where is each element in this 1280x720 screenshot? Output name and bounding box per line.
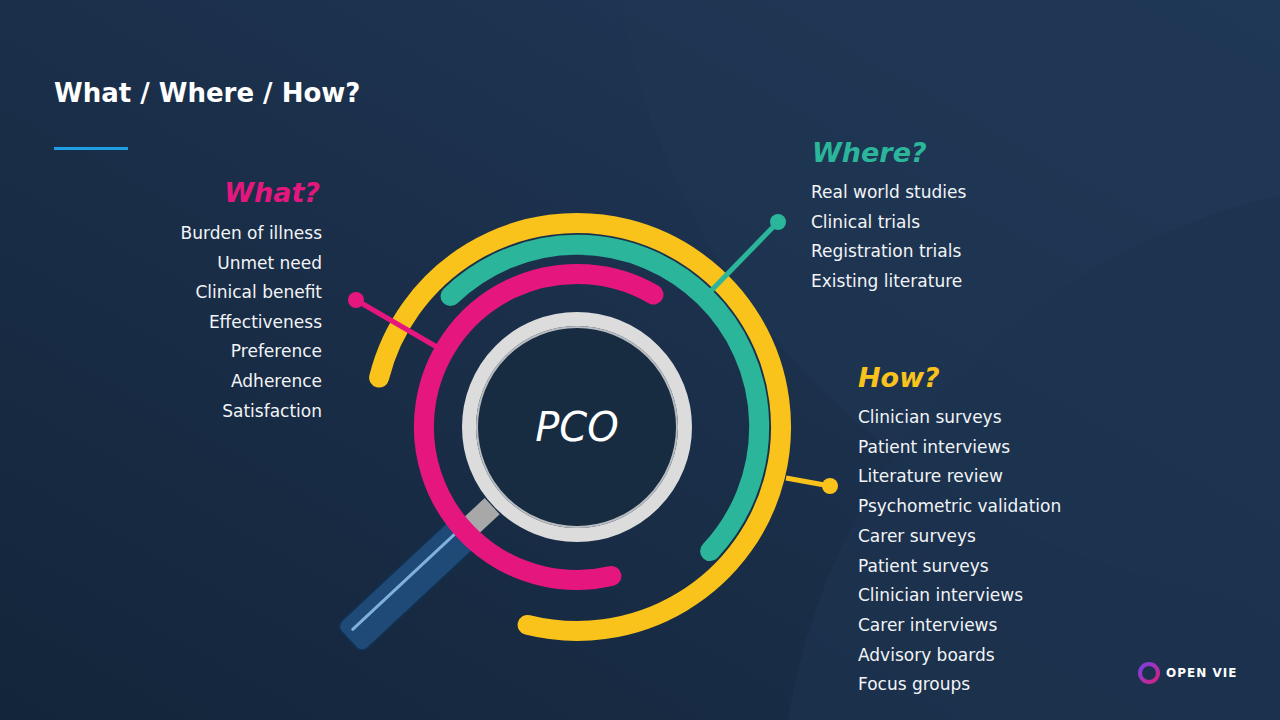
section-heading: How? <box>858 360 940 396</box>
title-underline <box>54 147 128 150</box>
lens-label: PCO <box>455 403 699 451</box>
logo-text: OPEN VIE <box>1166 665 1237 681</box>
leader-dot <box>770 214 786 230</box>
yellow-arc <box>379 223 781 631</box>
list-item: Effectiveness <box>209 310 322 334</box>
list-item: Clinician interviews <box>858 583 1023 607</box>
list-item: Preference <box>231 339 322 363</box>
list-item: Satisfaction <box>222 399 322 423</box>
list-item: Patient surveys <box>858 554 989 578</box>
list-item: Clinician surveys <box>858 405 1002 429</box>
leader-line <box>356 300 442 350</box>
list-item: Focus groups <box>858 672 970 696</box>
section-heading: Where? <box>812 135 927 171</box>
list-item: Registration trials <box>811 239 961 263</box>
slide-title: What / Where / How? <box>54 75 360 111</box>
list-item: Patient interviews <box>858 435 1010 459</box>
list-item: Clinical benefit <box>195 280 322 304</box>
background-shape <box>780 180 1280 720</box>
list-item: Literature review <box>858 464 1003 488</box>
list-item: Clinical trials <box>811 210 920 234</box>
list-item: Unmet need <box>217 251 322 275</box>
list-item: Burden of illness <box>181 221 322 245</box>
leader-dot <box>348 292 364 308</box>
list-item: Real world studies <box>811 180 966 204</box>
lens-circle: PCO <box>455 305 699 549</box>
logo-ring <box>1140 664 1158 682</box>
list-item: Existing literature <box>811 269 962 293</box>
leader-line <box>705 222 778 297</box>
list-item: Carer surveys <box>858 524 976 548</box>
leader-dot <box>822 478 838 494</box>
handle-stripe <box>353 532 457 629</box>
list-item: Adherence <box>231 369 322 393</box>
section-heading: What? <box>224 175 320 211</box>
list-item: Advisory boards <box>858 643 995 667</box>
list-item: Psychometric validation <box>858 494 1061 518</box>
magnifier-handle <box>336 492 505 653</box>
list-item: Carer interviews <box>858 613 997 637</box>
